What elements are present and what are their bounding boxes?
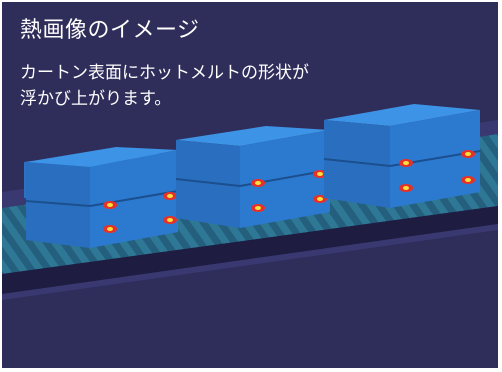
carton-box-icon	[24, 147, 179, 248]
conveyor-front-rail	[2, 206, 498, 294]
carton-box-icon	[323, 104, 481, 208]
caption-line-2: 浮かび上がります。	[20, 89, 172, 109]
thermal-image-panel: 熱画像のイメージ カートン表面にホットメルトの形状が 浮かび上がります。	[2, 2, 498, 368]
caption-line-1: カートン表面にホットメルトの形状が	[20, 63, 309, 83]
conveyor-scene	[2, 104, 498, 300]
conveyor-front-rail-edge	[2, 224, 498, 300]
hot-melt-spot-icon	[399, 150, 475, 192]
page-title: 熱画像のイメージ	[20, 18, 200, 43]
hot-melt-spot-icon	[103, 192, 177, 233]
hot-melt-spot-icon	[251, 170, 327, 212]
caption-text: カートン表面にホットメルトの形状が 浮かび上がります。	[20, 60, 400, 112]
carton-box-icon	[175, 126, 331, 228]
